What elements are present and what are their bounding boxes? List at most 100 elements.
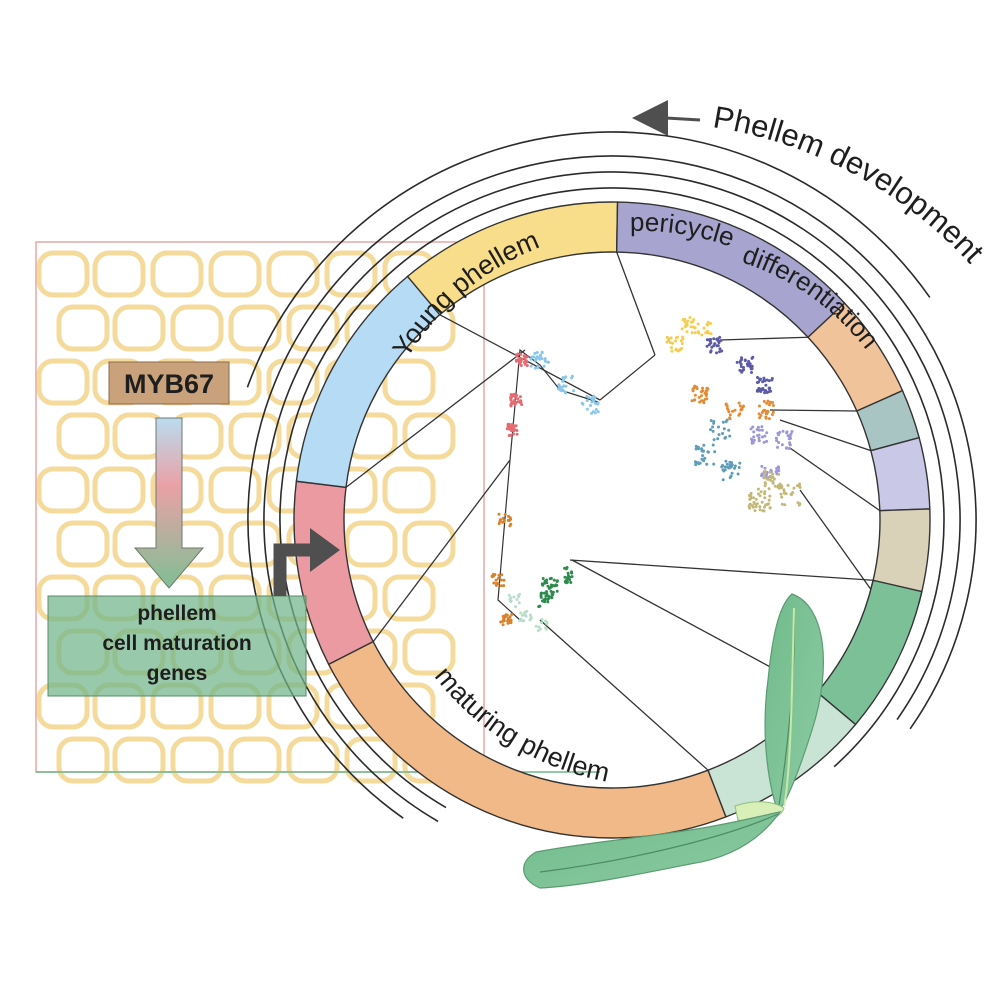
cluster-point: [519, 611, 523, 615]
cell-wall: [56, 412, 110, 460]
cluster-point: [513, 395, 517, 399]
cluster-point: [689, 325, 693, 329]
cluster-point: [589, 404, 592, 407]
cluster-point: [759, 490, 763, 494]
cluster-point: [763, 490, 767, 494]
cluster-point: [694, 447, 698, 451]
cluster-point: [681, 335, 685, 339]
cluster-point: [762, 509, 766, 513]
cluster-point: [514, 353, 518, 357]
cluster-point: [757, 439, 761, 443]
cluster-point: [765, 431, 769, 435]
cluster-point: [777, 441, 781, 444]
cluster-point: [543, 598, 547, 602]
cluster-point: [512, 432, 516, 436]
trunk-line: [599, 354, 656, 401]
cluster-point: [696, 461, 700, 465]
cluster-point: [768, 494, 772, 498]
cluster-point: [715, 351, 718, 355]
cluster-point: [716, 437, 720, 441]
cell-wall: [150, 250, 204, 298]
cluster-point: [724, 420, 728, 424]
cell-wall: [112, 736, 166, 784]
cluster-point: [505, 427, 509, 431]
cluster-point: [763, 484, 767, 488]
cluster-point: [552, 578, 556, 582]
cluster-point: [499, 584, 503, 588]
cluster-point: [681, 318, 685, 322]
cell-wall: [228, 304, 282, 352]
cluster-point: [703, 456, 707, 460]
cluster-point: [786, 483, 790, 487]
cluster-point: [685, 330, 689, 334]
cluster-point: [733, 464, 737, 468]
cluster-point: [545, 592, 549, 596]
cluster-point: [718, 347, 722, 351]
cluster-point: [540, 582, 544, 586]
cluster-point: [533, 366, 537, 370]
cluster-point: [508, 433, 512, 437]
sector-10: [816, 579, 923, 726]
cluster-point: [763, 434, 767, 438]
cluster-point: [512, 595, 516, 599]
cluster-point: [525, 609, 529, 613]
cell-wall: [170, 736, 224, 784]
cluster-point: [494, 578, 498, 582]
regulation-module: MYB67 phellem cell maturation genes: [47, 361, 340, 697]
cluster-point: [760, 474, 763, 478]
expression-arrow-icon: [310, 528, 340, 572]
cluster-point: [702, 459, 706, 463]
branch-line: [769, 409, 857, 412]
cluster-point: [786, 434, 790, 438]
cluster-point: [701, 449, 705, 453]
cluster-point: [748, 506, 752, 510]
cluster-point: [500, 573, 504, 577]
cluster-point: [724, 403, 728, 406]
cluster-point: [674, 339, 677, 343]
cluster-point: [525, 360, 529, 364]
cluster-point: [502, 584, 506, 588]
cluster-point: [544, 626, 548, 630]
cluster-point: [555, 589, 559, 593]
cluster-point: [537, 356, 541, 360]
cluster-point: [711, 425, 715, 429]
cluster-point: [724, 459, 728, 463]
cell-wall: [92, 250, 146, 298]
cluster-point: [760, 428, 764, 432]
sector-ring: [293, 201, 931, 839]
cluster-point: [763, 505, 766, 509]
cluster-point: [716, 338, 720, 342]
cell-wall: [382, 466, 436, 514]
cluster-point: [562, 378, 565, 382]
cluster-point: [778, 430, 782, 434]
cluster-point: [709, 322, 712, 325]
cluster-point: [521, 619, 524, 623]
cell-wall: [286, 736, 340, 784]
cluster-point: [721, 420, 725, 424]
cluster-point: [748, 362, 752, 366]
cluster-point: [760, 464, 764, 468]
cluster-point: [516, 397, 520, 401]
sector-6: [870, 436, 931, 512]
cluster-point: [670, 346, 673, 350]
cell-wall: [266, 358, 320, 406]
cluster-point: [690, 331, 694, 335]
cluster-point: [747, 359, 751, 363]
cluster-point: [519, 352, 523, 356]
cluster-point: [712, 337, 716, 341]
cluster-point: [731, 409, 735, 413]
cluster-point: [785, 431, 789, 435]
cell-wall: [56, 520, 110, 568]
cluster-point: [502, 520, 506, 524]
cell-wall: [228, 736, 282, 784]
cluster-point: [752, 430, 756, 434]
cluster-point: [546, 597, 550, 601]
cluster-point: [764, 409, 768, 413]
cell-wall: [112, 304, 166, 352]
cluster-point: [760, 411, 764, 414]
cluster-point: [762, 473, 766, 477]
cluster-point: [757, 412, 761, 416]
cluster-point: [519, 364, 523, 367]
cluster-point: [757, 436, 761, 440]
